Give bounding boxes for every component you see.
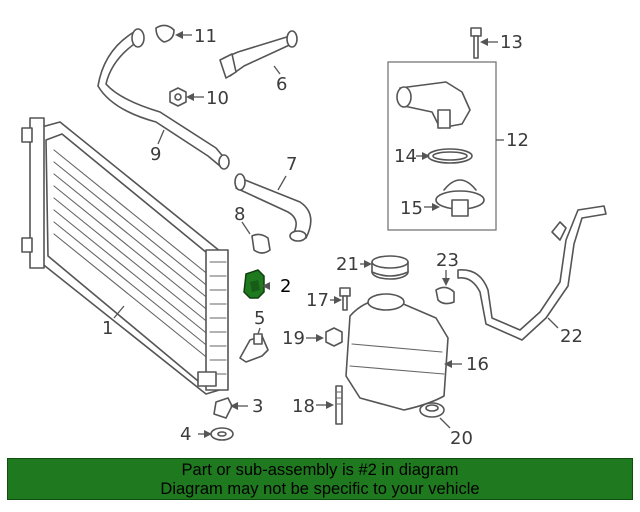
part-4-washer <box>210 427 234 441</box>
callout-16: 16 <box>466 354 489 375</box>
callout-labels: 1 2 3 4 5 6 7 8 9 10 11 12 13 14 15 16 1… <box>102 26 583 449</box>
banner-line-2: Diagram may not be specific to your vehi… <box>160 480 480 498</box>
callout-11: 11 <box>194 26 217 47</box>
part-22-overflow-hose <box>457 205 607 341</box>
callout-8: 8 <box>234 204 245 225</box>
callout-13: 13 <box>500 32 523 53</box>
part-23-hose-clamp <box>435 286 455 305</box>
callout-20: 20 <box>450 428 473 449</box>
part-17-bolt <box>339 287 351 311</box>
part-3-bracket <box>213 397 233 419</box>
part-16-coolant-reservoir <box>345 293 449 411</box>
part-9-tube <box>97 28 230 170</box>
callout-17: 17 <box>306 290 329 311</box>
callout-21: 21 <box>336 254 359 275</box>
part-13-bolt <box>470 27 482 59</box>
diagram-notice-banner: Part or sub-assembly is #2 in diagram Di… <box>7 458 633 500</box>
callout-12: 12 <box>506 130 529 151</box>
part-5-mount <box>239 333 269 363</box>
part-12-thermostat-housing-group <box>387 61 497 231</box>
part-10-nut <box>169 87 187 107</box>
callout-9: 9 <box>150 144 161 165</box>
callout-5: 5 <box>254 308 265 329</box>
part-21-reservoir-cap <box>371 255 409 280</box>
callout-18: 18 <box>292 396 315 417</box>
exploded-parts-diagram: 1 2 3 4 5 6 7 8 9 10 11 12 13 14 15 16 1… <box>21 24 607 449</box>
part-15-thermostat <box>435 179 485 217</box>
callout-22: 22 <box>560 326 583 347</box>
callout-4: 4 <box>180 424 191 445</box>
part-8-clamp <box>251 233 271 254</box>
callout-23: 23 <box>436 250 459 271</box>
part-19-nut <box>325 327 343 347</box>
callout-14: 14 <box>394 146 417 167</box>
part-7-hose <box>234 173 312 242</box>
part-20-grommet <box>419 402 445 418</box>
callout-1: 1 <box>102 318 113 339</box>
callout-6: 6 <box>276 74 287 95</box>
callout-3: 3 <box>252 396 263 417</box>
radiator <box>21 117 229 395</box>
part-14-gasket <box>427 148 473 164</box>
callout-15: 15 <box>400 198 423 219</box>
part-11-clip <box>155 24 175 43</box>
callout-7: 7 <box>286 154 297 175</box>
callout-2[interactable]: 2 <box>280 276 291 297</box>
callout-19: 19 <box>282 328 305 349</box>
part-6-outlet-pipe <box>219 30 298 79</box>
banner-line-1: Part or sub-assembly is #2 in diagram <box>181 461 459 479</box>
part-2-bracket-highlighted[interactable] <box>243 269 265 299</box>
part-18-stud <box>335 385 343 425</box>
callout-10: 10 <box>206 88 229 109</box>
leader-lines <box>113 31 559 438</box>
